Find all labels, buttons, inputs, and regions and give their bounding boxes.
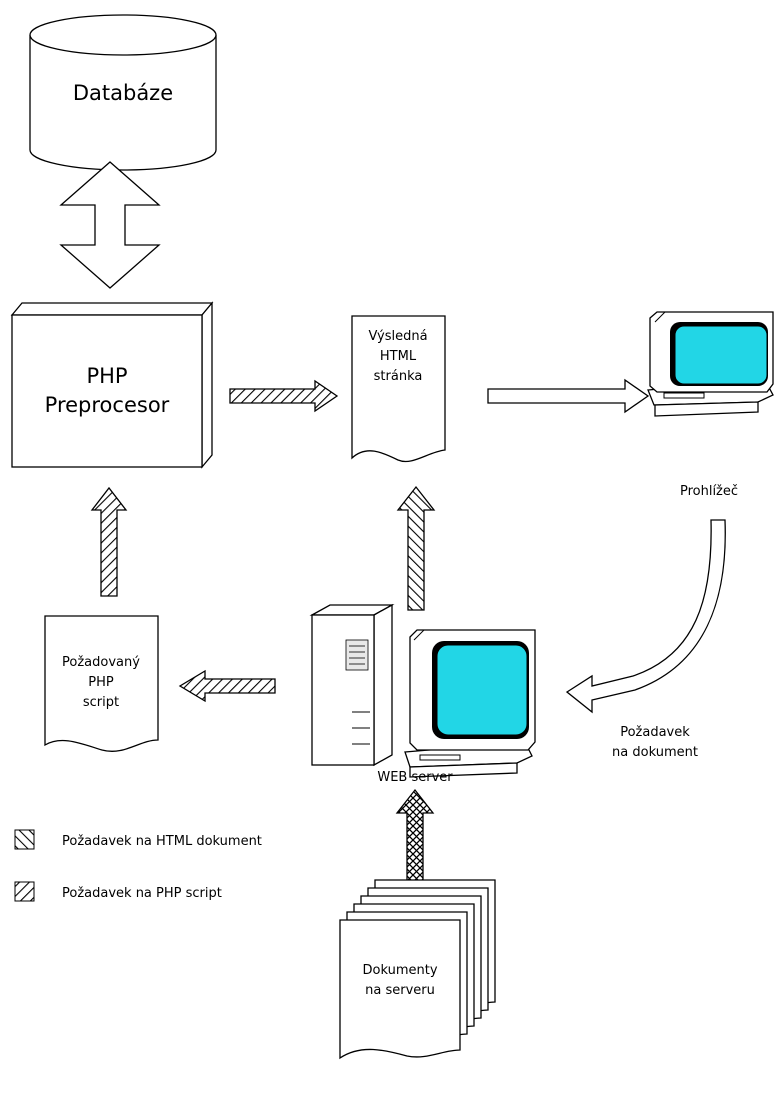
result-page-label-line3: stránka [374,369,423,384]
result-html-page-node: Výsledná HTML stránka [351,315,446,463]
document-request-label-line1: Požadavek [620,725,690,740]
legend-swatch-html-request [14,829,35,850]
database-preprocessor-double-arrow [59,161,161,289]
preprocessor-to-result-arrow [229,379,339,413]
requested-script-label-line1: Požadovaný [62,655,140,670]
document-request-label-line2: na dokument [612,745,698,760]
result-page-label-line2: HTML [380,349,417,364]
requested-script-label-line2: PHP [88,675,114,690]
php-preprocessor-label-line2: Preprocesor [45,393,170,417]
legend-swatch-php-request [14,881,35,902]
database-label: Databáze [73,81,173,105]
browser-label: Prohlížeč [680,484,738,499]
server-documents-label-line1: Dokumenty [362,963,437,978]
php-preprocessor-label-line1: PHP [86,364,127,388]
browser-computer-icon [647,311,774,417]
requested-php-script-node: Požadovaný PHP script [44,615,159,752]
web-server-label: WEB server [377,770,453,785]
legend-html-request-label: Požadavek na HTML dokument [62,834,262,849]
script-to-preprocessor-arrow [90,486,128,597]
server-to-result-arrow [396,485,436,611]
database-node: Databáze [29,14,217,171]
legend-php-request-label: Požadavek na PHP script [62,886,222,901]
browser-to-server-curved-arrow [565,519,726,714]
server-documents-stack: Dokumenty na serveru [339,879,496,1060]
server-documents-label-line2: na serveru [365,983,435,998]
legend: Požadavek na HTML dokument Požadavek na … [14,829,262,902]
php-preprocessor-node: PHP Preprocesor [10,301,214,469]
web-server-icon [309,603,536,778]
result-to-browser-arrow [487,378,650,414]
requested-script-label-line3: script [83,695,119,710]
server-to-script-arrow [178,669,276,703]
result-page-label-line1: Výsledná [368,329,427,344]
